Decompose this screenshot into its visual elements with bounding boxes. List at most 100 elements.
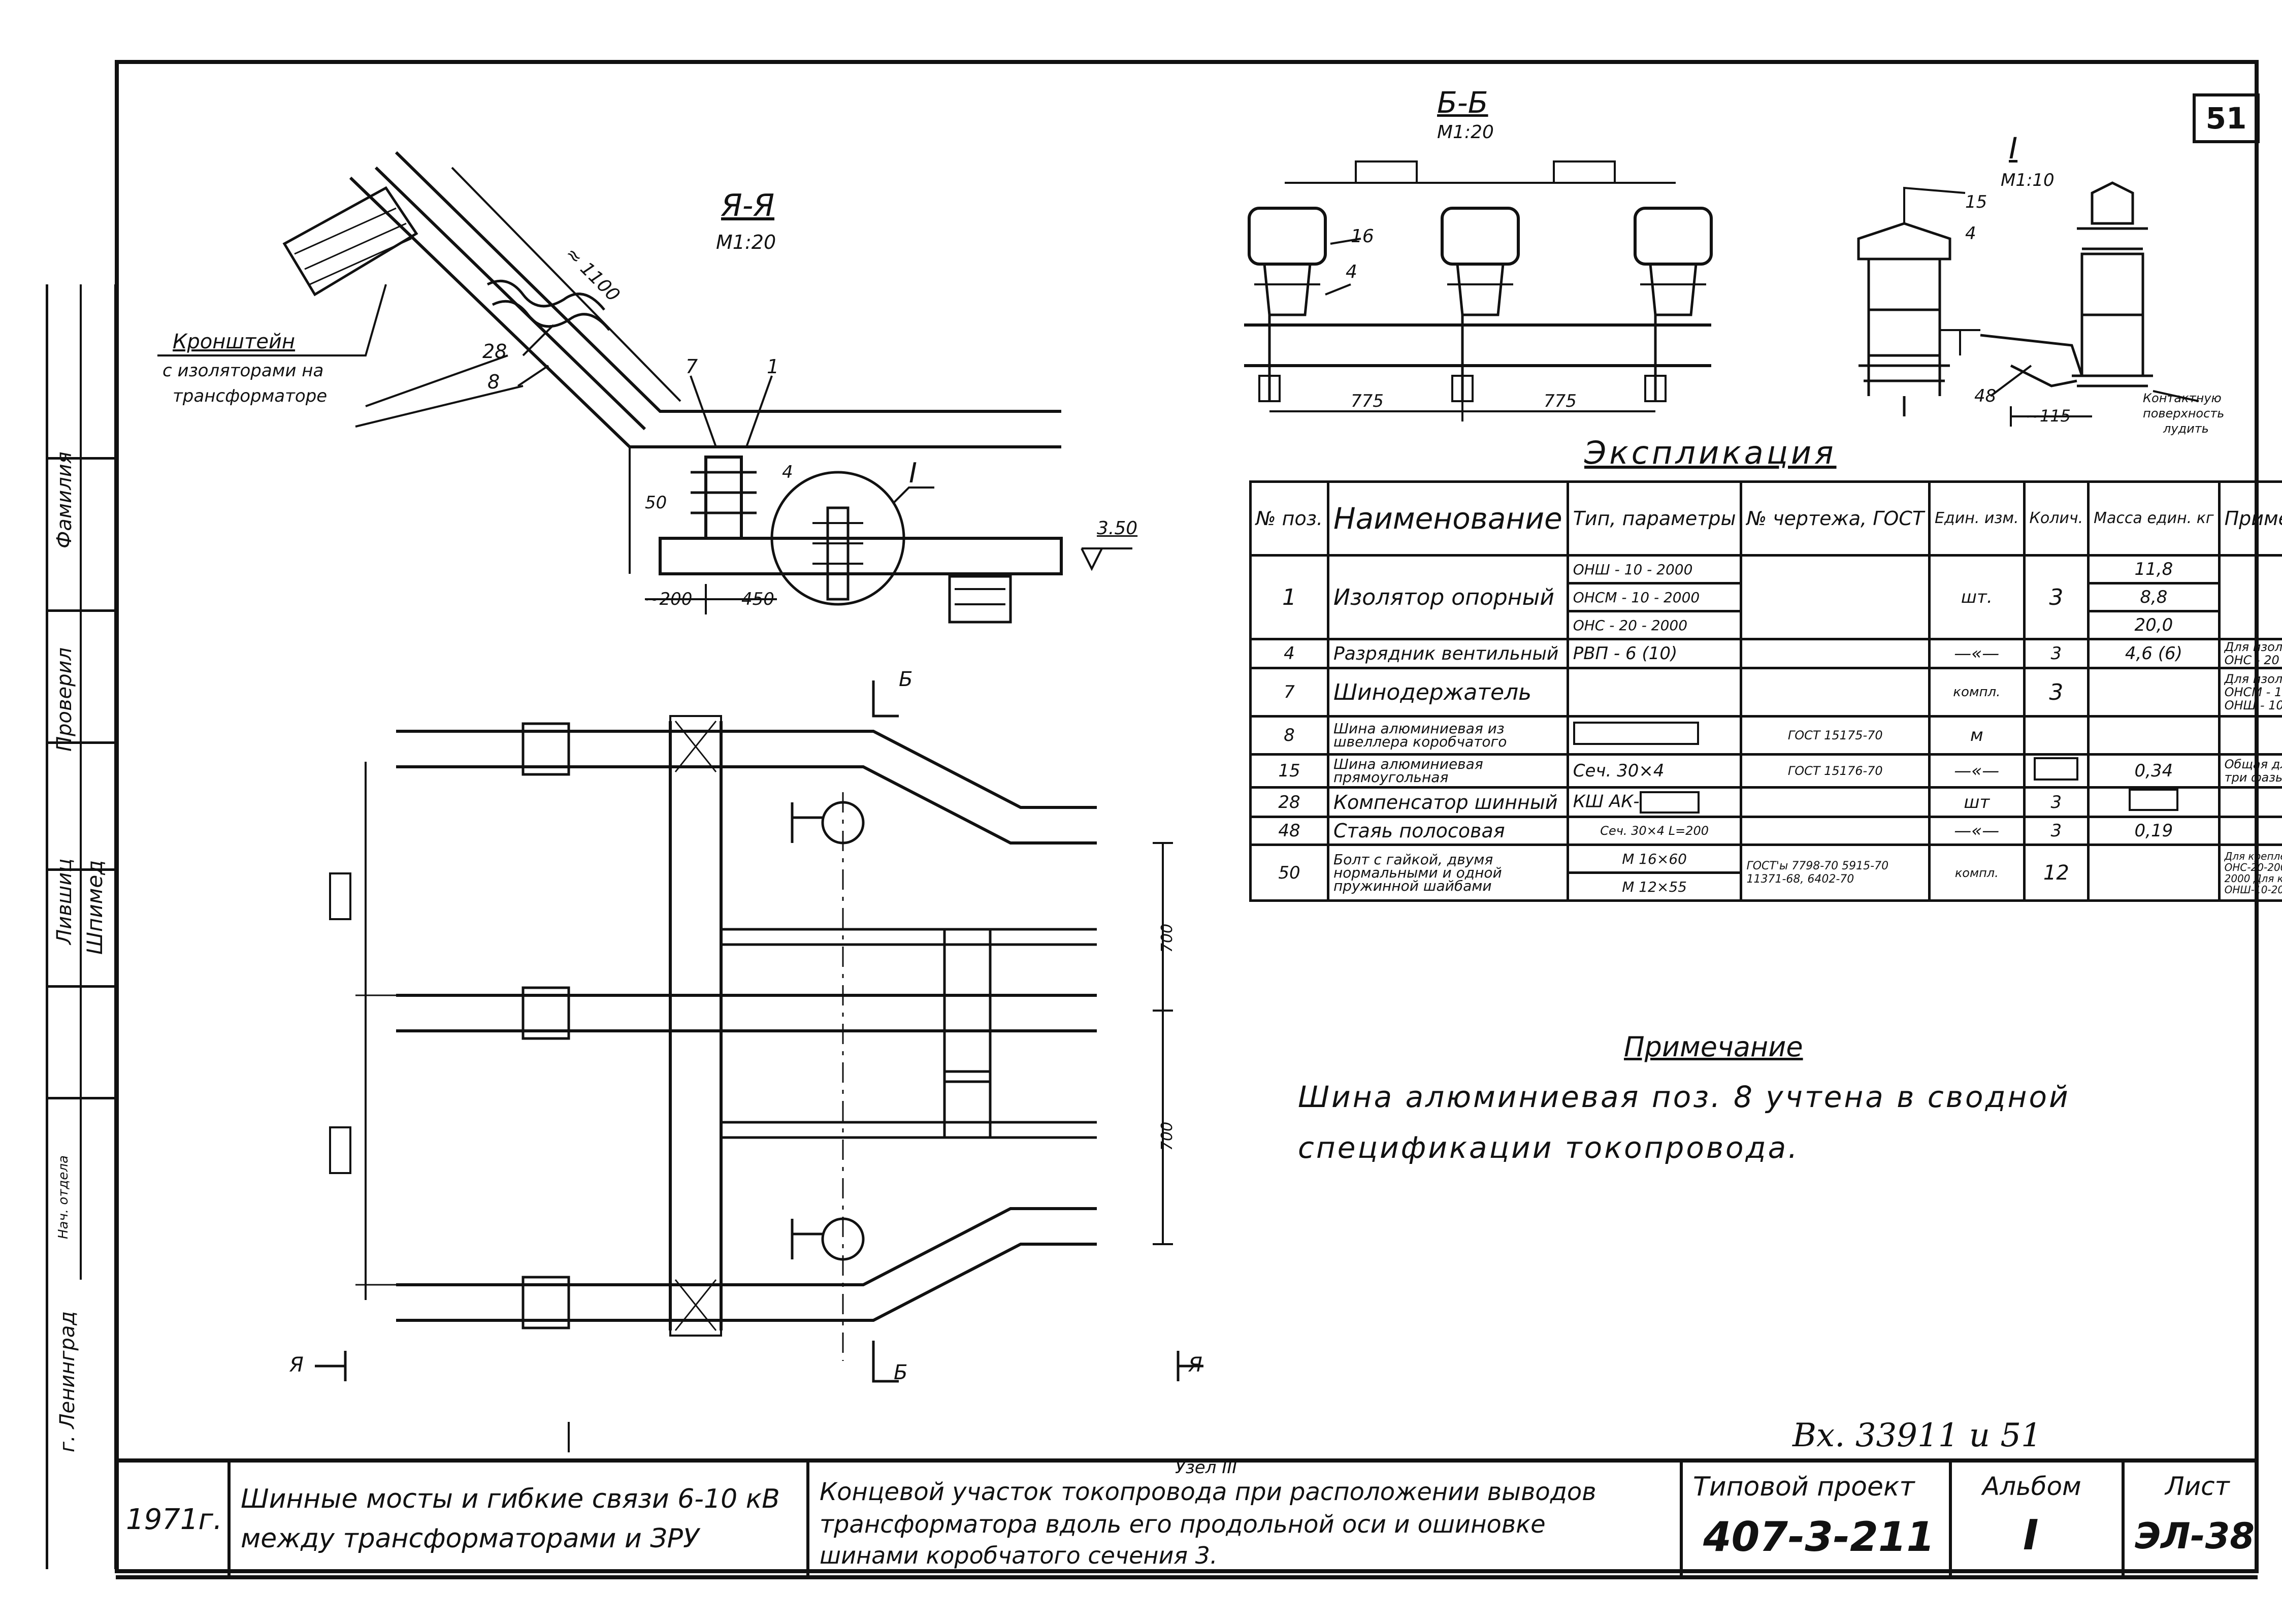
cell-name: Стаяь полосовая (1326, 816, 1569, 846)
cell-pos: 28 (1249, 786, 1329, 818)
tb-project-cell: Типовой проект 407-3-211 (1680, 1463, 1949, 1575)
table-header-row: № поз. Наименование Тип, параметры № чер… (1249, 480, 2282, 557)
cell-note (2218, 786, 2282, 818)
section-bb-scale: М1:20 (1437, 122, 1494, 143)
table-row: 48 Стаяь полосовая Сеч. 30×4 L=200 —«— 3… (1249, 816, 2282, 846)
cell-note (2218, 715, 2282, 756)
callout-48: 48 (1974, 386, 1997, 406)
callout-detail-i: I (909, 457, 917, 489)
cell-unit: —«— (1928, 816, 2026, 846)
cell-qty (2023, 753, 2090, 789)
col-unit: Един. изм. (1928, 480, 2026, 557)
tb-sheet-title-3: шинами коробчатого сечения 3. (820, 1542, 1218, 1569)
callout-4-aa: 4 (782, 462, 793, 482)
cell-type: Сеч. 30×4 L=200 (1566, 816, 1743, 846)
table-row: ОНС - 20 - 2000 20,0 (1251, 610, 2282, 640)
dim-700-a: 700 (1158, 923, 1177, 953)
table-row: ОНСМ - 10 - 2000 8,8 (1251, 582, 2282, 612)
dim-115: ~115 (2026, 406, 2071, 426)
cell-mass: 4,6 (6) (2087, 638, 2221, 669)
note-line-2: спецификации токопровода. (1298, 1130, 1800, 1165)
cell-name: Изолятор опорный (1326, 554, 1569, 640)
cell-pos: 1 (1249, 554, 1329, 640)
contact-label-1: Контактную (2143, 391, 2222, 405)
tb-album-number: I (2023, 1511, 2039, 1560)
callout-7: 7 (686, 355, 698, 378)
explication-table: № поз. Наименование Тип, параметры № чер… (1249, 480, 2282, 902)
table-row: 15 Шина алюминиевая прямоугольная Сеч. 3… (1249, 753, 2282, 789)
dim-775-b: 775 (1544, 391, 1577, 411)
note-line-1: Шина алюминиевая поз. 8 учтена в сводной (1298, 1080, 2070, 1114)
cell-type: КШ АК- (1566, 786, 1743, 818)
col-type: Тип, параметры (1566, 480, 1743, 557)
dim-775-a: 775 (1351, 391, 1384, 411)
table-row: 50 Болт с гайкой, двумя нормальными и од… (1249, 843, 2282, 902)
note-text: Шина алюминиевая поз. 8 учтена в сводной… (1298, 1071, 2141, 1173)
cell-gost (1740, 786, 1931, 818)
cell-note: Для изоляторов ОНСМ - 10 - 2000 ОНШ - 10… (2218, 667, 2282, 718)
tb-sheet-cell: Лист ЭЛ-38 (2122, 1463, 2258, 1575)
blank-box (1639, 791, 1700, 814)
callout-4-bb: 4 (1346, 262, 1357, 282)
col-note: Примечание (2218, 480, 2282, 557)
tb-sheet-code: ЭЛ-38 (2135, 1515, 2255, 1557)
detail-i-scale: М1:10 (2001, 170, 2055, 190)
cell-note: Для изолятора ОНС - 20 - 2000 (2218, 638, 2282, 669)
cell-gost (1740, 638, 1931, 669)
tb-sheet-title-cell: Узел III Концевой участок токопровода пр… (806, 1457, 1680, 1575)
cell-unit: компл. (1928, 843, 2026, 902)
cell-mass (2087, 843, 2221, 902)
cell-pos: 7 (1249, 667, 1329, 718)
callout-4-i: 4 (1965, 223, 1976, 244)
cut-b-bottom: Б (894, 1361, 908, 1384)
cell-unit: шт (1928, 786, 2026, 818)
bracket-label-3: трансформаторе (173, 386, 328, 406)
tb-sheet-label: Лист (2165, 1472, 2230, 1501)
cut-a-left: Я (289, 1353, 304, 1377)
cell-type (1566, 667, 1743, 718)
table-row: 7 Шинодержатель компл. 3 Для изоляторов … (1249, 667, 2282, 718)
cell-type: ОНШ - 10 - 2000 (1566, 554, 1743, 584)
cell-qty: 3 (2023, 554, 2090, 640)
detail-i-title: I (2009, 131, 2018, 166)
cell-mass (2087, 715, 2221, 756)
explication-title: Экспликация (1584, 434, 1837, 471)
cell-type: ОНС - 20 - 2000 (1566, 610, 1743, 640)
cell-unit: шт. (1928, 554, 2026, 640)
col-qty: Колич. (2023, 480, 2090, 557)
cut-b-top: Б (899, 668, 913, 691)
callout-1: 1 (767, 355, 779, 378)
cell-pos: 8 (1249, 715, 1329, 756)
cell-note (2218, 816, 2282, 846)
cut-a-right: Я (1188, 1353, 1202, 1377)
table-row: 8 Шина алюминиевая из швеллера коробчато… (1249, 715, 2282, 756)
cell-qty (2023, 715, 2090, 756)
col-pos: № поз. (1249, 480, 1329, 557)
tb-album-label: Альбом (1982, 1472, 2081, 1501)
cell-note: Для крепления ОНС-20-2000 ОНСМ-10-2000 Д… (2218, 843, 2282, 902)
cell-qty: 12 (2023, 843, 2090, 902)
callout-16: 16 (1351, 226, 1374, 247)
tb-album-title-cell: Шинные мосты и гибкие связи 6-10 кВ межд… (227, 1463, 806, 1575)
cell-gost: ГОСТ'ы 7798-70 5915-70 11371-68, 6402-70 (1740, 843, 1931, 902)
cell-gost: ГОСТ 15176-70 (1740, 753, 1931, 789)
bracket-label-1: Кронштейн (173, 330, 296, 353)
cell-type: РВП - 6 (10) (1566, 638, 1743, 669)
cell-qty: 3 (2023, 667, 2090, 718)
cell-unit: —«— (1928, 638, 2026, 669)
level-mark: 3.50 (1097, 518, 1138, 539)
bracket-label-2: с изоляторами на (162, 361, 324, 381)
table-row: 28 Компенсатор шинный КШ АК- шт 3 (1249, 786, 2282, 818)
blank-box (2034, 757, 2079, 781)
table-row: М 12×55 (1251, 871, 2282, 902)
cell-gost (1740, 554, 1931, 640)
cell-pos: 48 (1249, 816, 1329, 846)
cell-unit: компл. (1928, 667, 2026, 718)
tb-node: Узел III (1175, 1457, 1237, 1478)
cell-unit: —«— (1928, 753, 2026, 789)
col-mass: Масса един. кг (2087, 480, 2221, 557)
cell-type-text: КШ АК- (1573, 791, 1640, 811)
